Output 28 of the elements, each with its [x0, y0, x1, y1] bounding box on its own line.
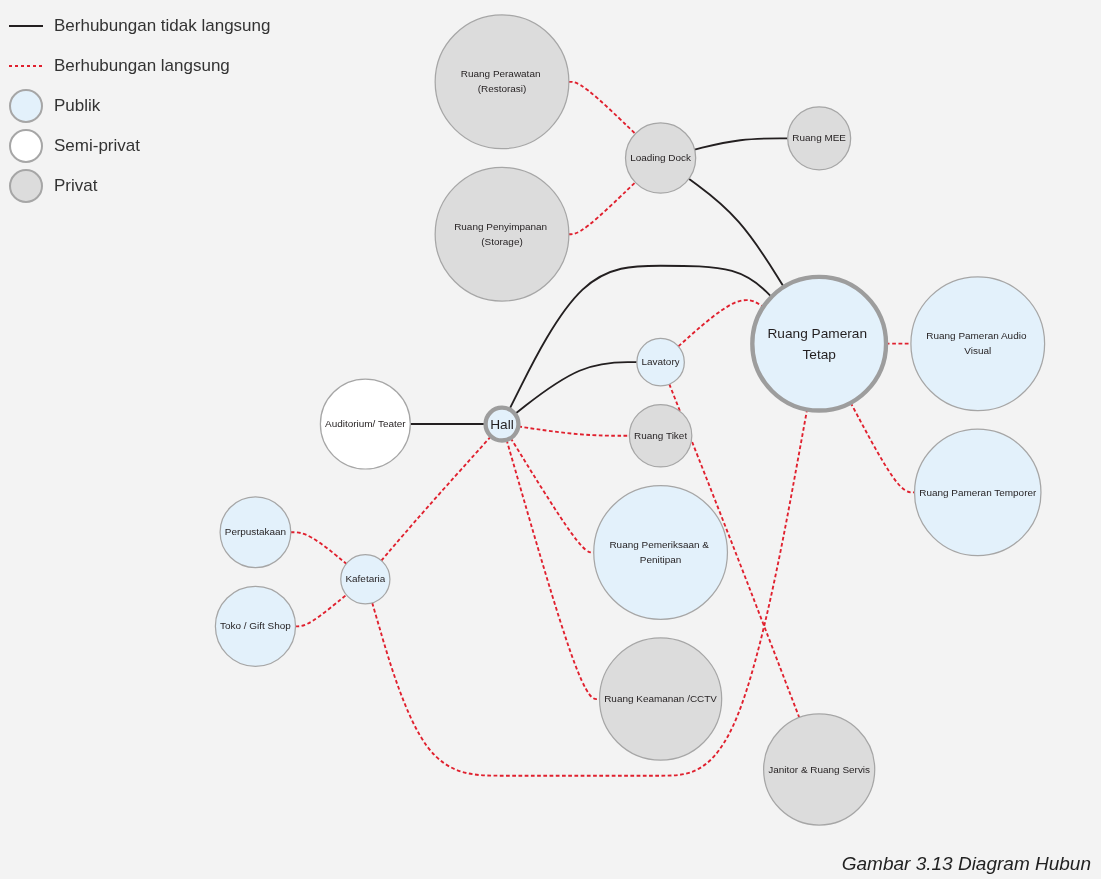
- connector: [687, 177, 785, 288]
- node-circle: Lavatory: [636, 337, 685, 387]
- node-circle: Ruang Pameran Temporer: [913, 428, 1042, 557]
- connector: [668, 383, 801, 719]
- node-circle: Toko / Gift Shop: [214, 585, 297, 667]
- legend-label: Berhubungan langsung: [54, 56, 230, 76]
- legend-label: Berhubungan tidak langsung: [54, 16, 271, 36]
- connector: [380, 435, 492, 562]
- node-circle: Loading Dock: [624, 122, 697, 194]
- node-circle: Ruang Pemeriksaan & Penitipan: [593, 485, 729, 620]
- node-circle: Auditorium/ Teater: [319, 378, 411, 470]
- node-circle: Ruang Perawatan (Restorasi): [434, 14, 570, 150]
- node-circle: Hall: [483, 405, 521, 443]
- connector: [677, 299, 765, 348]
- legend-label: Publik: [54, 96, 101, 116]
- node-circle: Ruang Penyimpanan (Storage): [434, 166, 570, 302]
- node-circle: Ruang MEE: [787, 106, 852, 171]
- node-circle: Ruang Tiket: [628, 403, 693, 468]
- legend-label: Semi-privat: [54, 136, 140, 156]
- figure-caption: Gambar 3.13 Diagram Hubun: [841, 853, 1091, 875]
- node-circle: Kafetaria: [340, 554, 391, 605]
- connector: [885, 342, 912, 345]
- legend-label: Privat: [54, 176, 98, 196]
- node-circle: Ruang Keamanan /CCTV: [598, 637, 723, 761]
- node-circle: Janitor & Ruang Servis: [763, 713, 876, 826]
- node-circle: Ruang Pameran Audio Visual: [910, 276, 1046, 412]
- node-circle: Perpustakaan: [219, 496, 292, 569]
- node-circle: Ruang Pameran Tetap: [750, 274, 889, 413]
